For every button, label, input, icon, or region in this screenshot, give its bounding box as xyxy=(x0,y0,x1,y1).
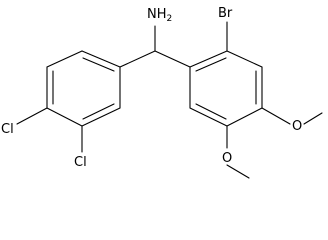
oxygen-lower-label: O xyxy=(222,151,232,166)
bond xyxy=(46,50,83,68)
double-bond-inner xyxy=(82,103,115,120)
double-bond-inner xyxy=(195,103,227,120)
molecule-drawing: NH2 Br Cl Cl O O xyxy=(1,6,323,179)
bond-c-o-upper xyxy=(261,107,291,125)
bond xyxy=(226,107,263,127)
double-bond-inner xyxy=(195,57,227,72)
bond xyxy=(189,107,228,127)
structure-diagram: NH2 Br Cl Cl O O xyxy=(1,6,323,179)
bond xyxy=(226,50,263,68)
bond-ch-ring xyxy=(154,50,191,68)
bromine-label: Br xyxy=(218,6,233,21)
double-bond-inner xyxy=(82,57,115,72)
bond-o-ch3-lower xyxy=(226,164,250,179)
bond xyxy=(81,50,121,68)
bond xyxy=(189,50,228,68)
dichlorophenyl-ring xyxy=(46,50,121,127)
bond-c4-cl xyxy=(16,107,48,125)
bond-o-ch3-upper xyxy=(303,112,323,125)
amine-label: NH2 xyxy=(147,7,172,24)
bond xyxy=(81,107,121,127)
bromodimethoxyphenyl-ring xyxy=(189,50,263,127)
bond xyxy=(46,107,83,127)
oxygen-upper-label: O xyxy=(292,119,302,134)
chlorine-4-label: Cl xyxy=(1,122,14,137)
bond-ring-ch xyxy=(119,50,156,68)
chlorine-3-label: Cl xyxy=(74,155,87,170)
